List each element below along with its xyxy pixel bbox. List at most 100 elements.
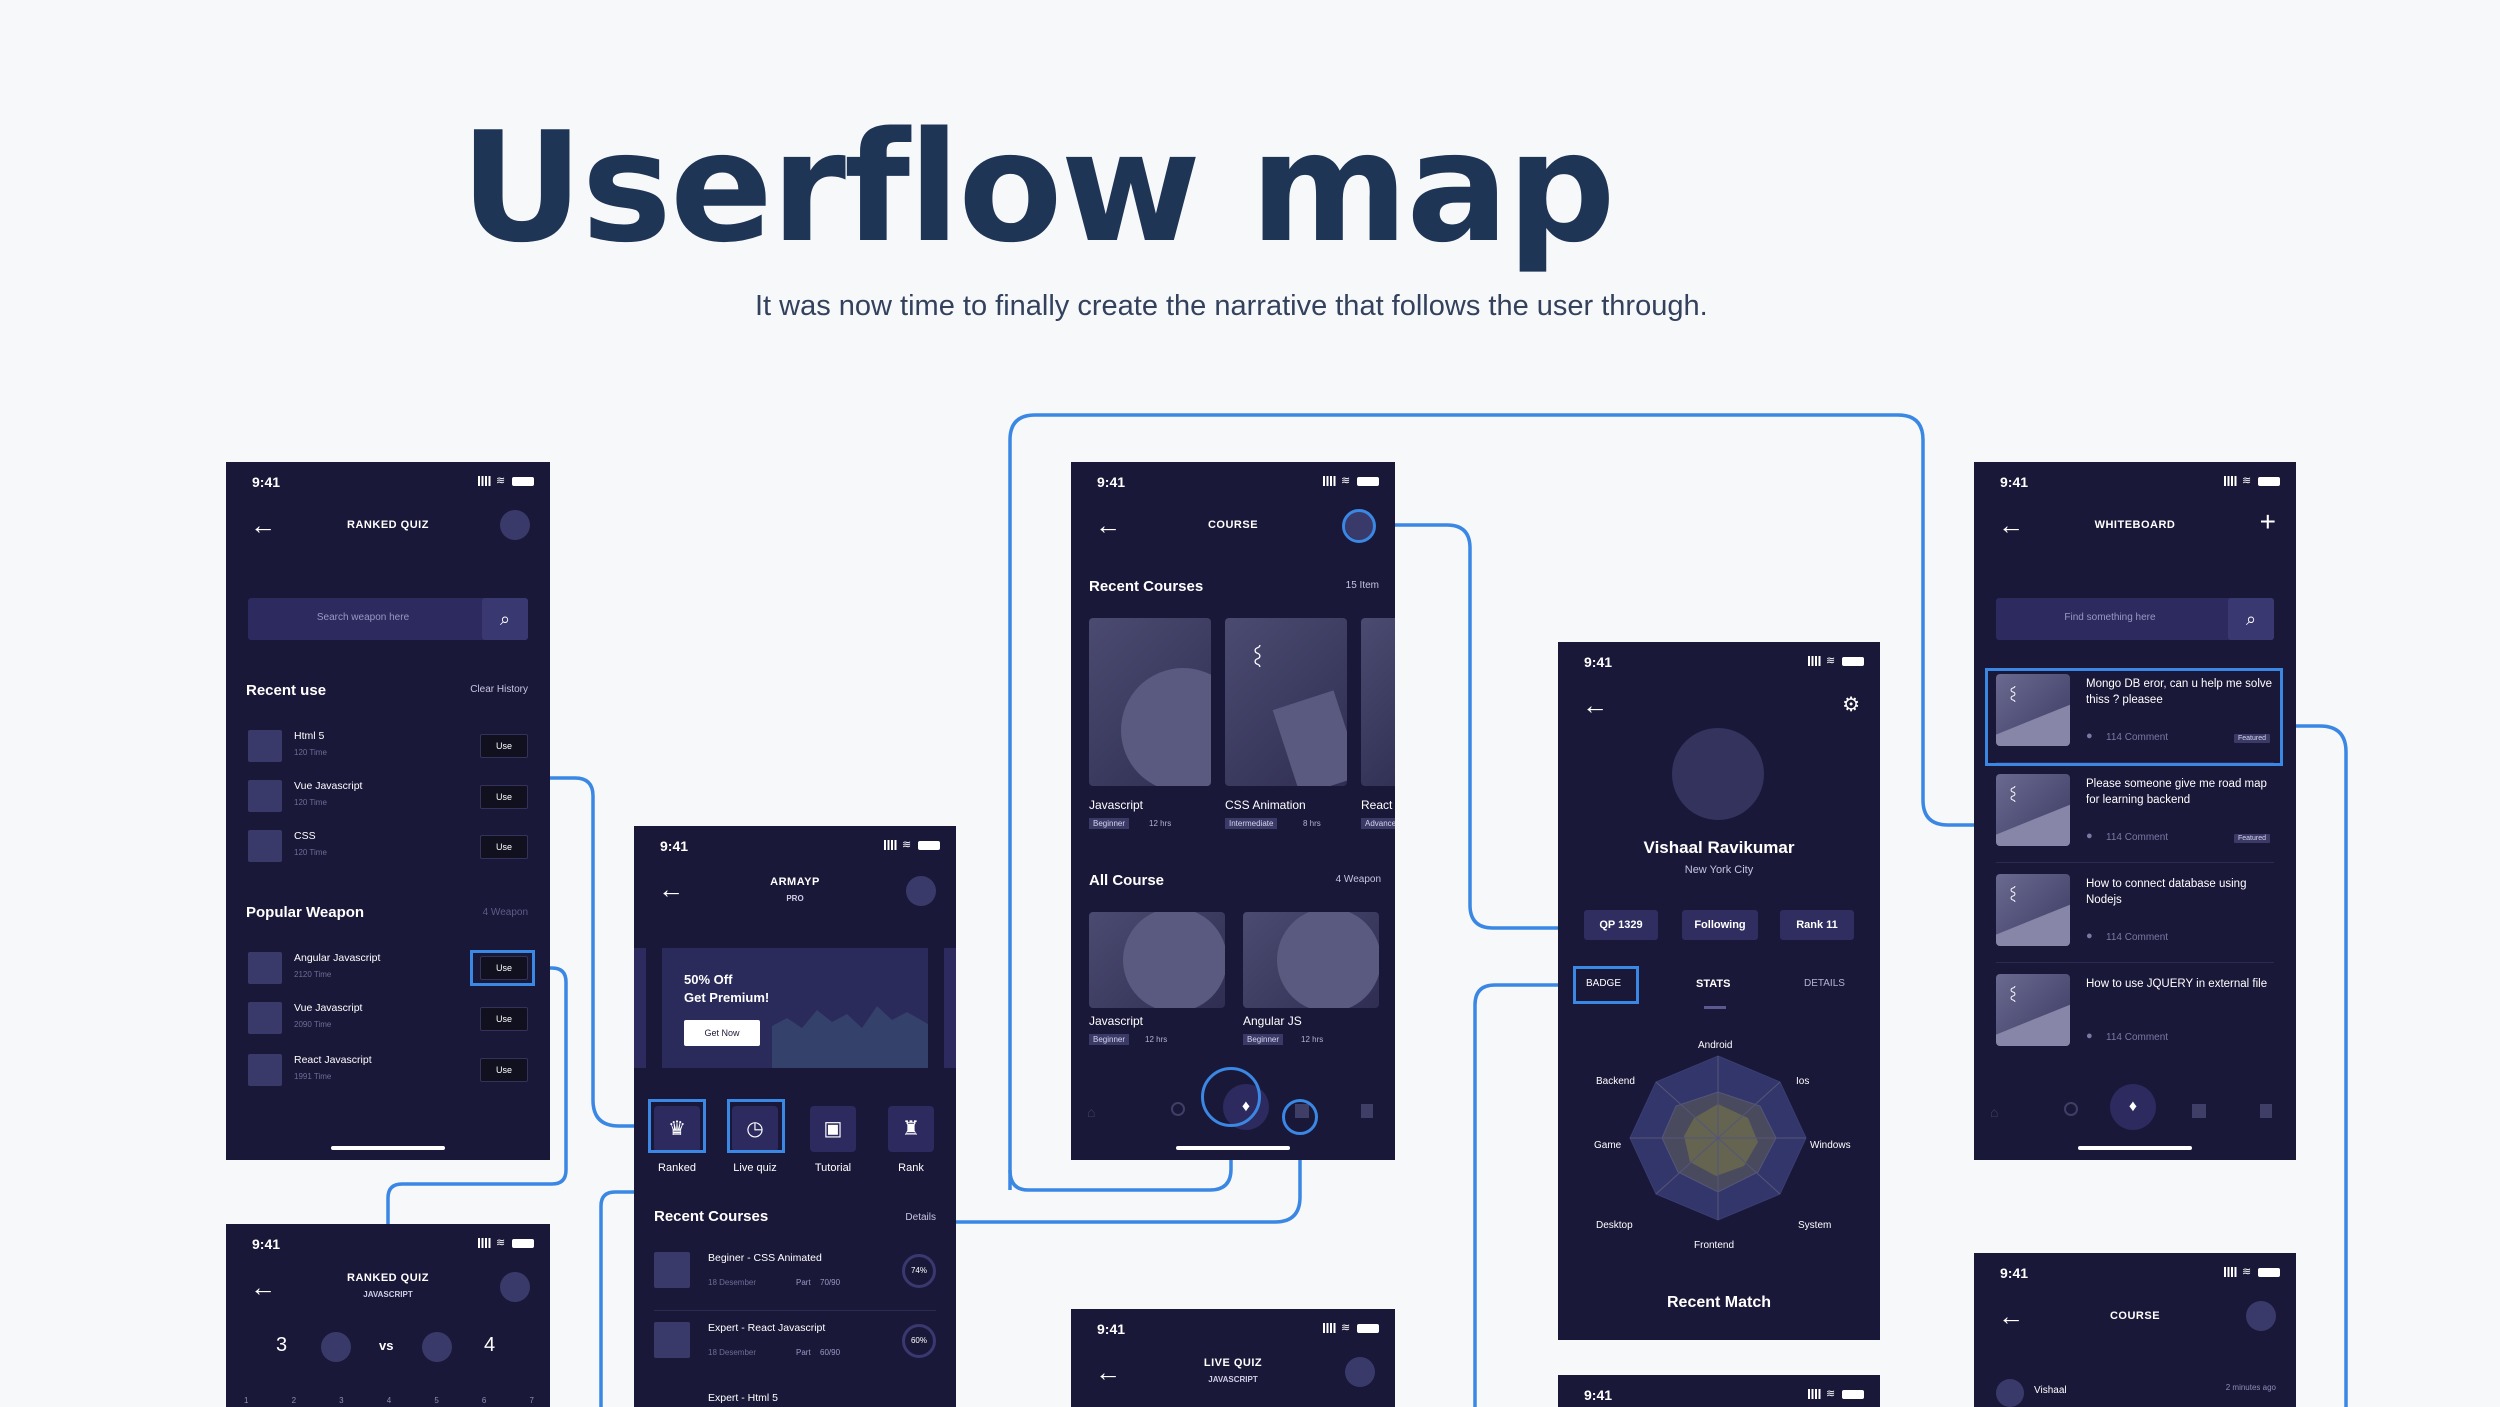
avatar[interactable]: [500, 510, 530, 540]
post-thumb: 〰: [1996, 774, 2070, 846]
premium-banner[interactable]: 50% Off Get Premium! Get Now: [662, 948, 928, 1068]
screen-course-detail: 9:41 ≋ ← COURSE Vishaal 2 minutes ago: [1974, 1253, 2296, 1407]
tab-badge[interactable]: BADGE: [1586, 978, 1622, 989]
category-rank[interactable]: Rank: [898, 1162, 924, 1174]
level-tag: Advanced: [1361, 818, 1395, 829]
use-button[interactable]: Use: [480, 734, 528, 758]
use-button[interactable]: Use: [480, 785, 528, 809]
radar-label: Backend: [1596, 1076, 1635, 1087]
course-name: Angular JS: [1243, 1014, 1302, 1028]
use-button[interactable]: Use: [480, 835, 528, 859]
post-title[interactable]: How to connect database using Nodejs: [2086, 878, 2247, 906]
screen-title: RANKED QUIZ: [347, 1272, 429, 1284]
back-arrow-icon[interactable]: ←: [250, 510, 276, 540]
qp-pill[interactable]: QP 1329: [1584, 910, 1658, 940]
search-input[interactable]: Search weapon here ⌕: [248, 598, 528, 640]
screen-home: 9:41 ≋ ← ARMAYP PRO 50% Off Get Premium!…: [634, 826, 956, 1407]
course-progress: 60%: [902, 1324, 936, 1358]
highlight-ranked: [648, 1099, 706, 1153]
tab-indicator: [1704, 1006, 1726, 1009]
category-live-quiz[interactable]: Live quiz: [733, 1162, 777, 1174]
highlight-avatar: [1342, 509, 1376, 543]
home-icon[interactable]: ⌂: [1087, 1104, 1096, 1120]
category-ranked[interactable]: Ranked: [658, 1162, 696, 1174]
course-card[interactable]: [1089, 912, 1225, 1008]
home-icon[interactable]: ⌂: [1990, 1104, 1999, 1120]
recent-courses-heading: Recent Courses: [1089, 578, 1204, 595]
profile-city: New York City: [1684, 864, 1754, 876]
course-date: 18 Desember: [708, 1278, 757, 1287]
search-icon[interactable]: ⌕: [482, 598, 528, 640]
avatar[interactable]: [2246, 1301, 2276, 1331]
back-arrow-icon[interactable]: ←: [1582, 690, 1608, 720]
screen-subtitle: PRO: [786, 894, 804, 903]
course-card[interactable]: [1361, 618, 1395, 786]
back-arrow-icon[interactable]: ←: [1998, 1301, 2024, 1331]
post-title[interactable]: Please someone give me road map for lear…: [2086, 778, 2267, 806]
status-icons: ≋: [478, 476, 536, 487]
chat-icon[interactable]: [2192, 1104, 2206, 1118]
gear-icon[interactable]: ⚙: [1842, 694, 1860, 716]
tab-stats[interactable]: STATS: [1696, 978, 1731, 990]
user-icon[interactable]: [2064, 1102, 2078, 1116]
diamond-icon[interactable]: ♦: [2110, 1084, 2156, 1130]
details-link[interactable]: Details: [905, 1212, 936, 1223]
bottom-nav: ⌂ ♦: [1974, 1080, 2296, 1160]
doc-icon[interactable]: [1361, 1104, 1373, 1118]
highlight-use-button: [470, 950, 535, 986]
course-card[interactable]: [1089, 618, 1211, 786]
connector-nav-to-home: [955, 1137, 1302, 1224]
back-arrow-icon[interactable]: ←: [1095, 1357, 1121, 1387]
crown-icon[interactable]: ♛: [654, 1106, 700, 1152]
divider: [1996, 762, 2274, 763]
course-card[interactable]: [1243, 912, 1379, 1008]
back-arrow-icon[interactable]: ←: [1998, 510, 2024, 540]
use-button[interactable]: Use: [480, 1007, 528, 1031]
following-pill[interactable]: Following: [1682, 910, 1758, 940]
use-button[interactable]: Use: [480, 956, 528, 980]
get-now-button[interactable]: Get Now: [684, 1020, 760, 1046]
screen-ranked-quiz: 9:41 ≋ ← RANKED QUIZ Search weapon here⌕…: [226, 462, 550, 1160]
back-arrow-icon[interactable]: ←: [250, 1272, 276, 1302]
search-placeholder: Search weapon here: [316, 612, 410, 623]
clock-icon[interactable]: ◷: [732, 1106, 778, 1152]
doc-icon[interactable]: [2260, 1104, 2272, 1118]
status-time: 9:41: [2000, 474, 2029, 490]
search-input[interactable]: Find something here⌕: [1996, 598, 2274, 640]
avatar[interactable]: [1345, 1357, 1375, 1387]
weapon-name: Vue Javascript: [294, 780, 363, 792]
search-icon[interactable]: ⌕: [2228, 598, 2274, 640]
clear-history-link[interactable]: Clear History: [470, 684, 528, 695]
avatar[interactable]: [500, 1272, 530, 1302]
avatar[interactable]: [906, 876, 936, 906]
rank-pill[interactable]: Rank 11: [1780, 910, 1854, 940]
category-tutorial[interactable]: Tutorial: [814, 1162, 852, 1174]
plus-icon[interactable]: +: [2259, 506, 2276, 537]
recent-count: 15 Item: [1345, 580, 1379, 591]
all-course-heading: All Course: [1089, 872, 1165, 889]
recent-courses-heading: Recent Courses: [654, 1208, 769, 1225]
user-icon[interactable]: [1171, 1102, 1185, 1116]
back-arrow-icon[interactable]: ←: [658, 874, 684, 904]
comment-user: Vishaal: [2034, 1385, 2067, 1396]
tab-details[interactable]: DETAILS: [1804, 978, 1845, 989]
course-part-label: Part: [796, 1278, 811, 1287]
use-button[interactable]: Use: [480, 1058, 528, 1082]
weapon-meta: 2120 Time: [294, 970, 332, 979]
trophy-icon[interactable]: ♜: [888, 1106, 934, 1152]
briefcase-icon[interactable]: ▣: [810, 1106, 856, 1152]
post-title[interactable]: How to use JQUERY in external file: [2086, 978, 2268, 990]
status-time: 9:41: [1584, 1387, 1613, 1403]
course-card[interactable]: 〰: [1225, 618, 1347, 786]
radar-label: System: [1798, 1220, 1832, 1231]
comment-icon: ●: [2086, 1030, 2093, 1042]
home-indicator: [331, 1146, 445, 1150]
post-title[interactable]: Mongo DB eror, can u help me solve thiss…: [2086, 678, 2273, 706]
banner-prev-peek: [634, 948, 646, 1068]
home-indicator: [2078, 1146, 2192, 1150]
back-arrow-icon[interactable]: ←: [1095, 510, 1121, 540]
post-comments: 114 Comment: [2106, 732, 2169, 743]
course-thumb: [654, 1322, 690, 1358]
radar-label: Game: [1594, 1140, 1622, 1151]
connector-post-down: [2283, 724, 2348, 1407]
